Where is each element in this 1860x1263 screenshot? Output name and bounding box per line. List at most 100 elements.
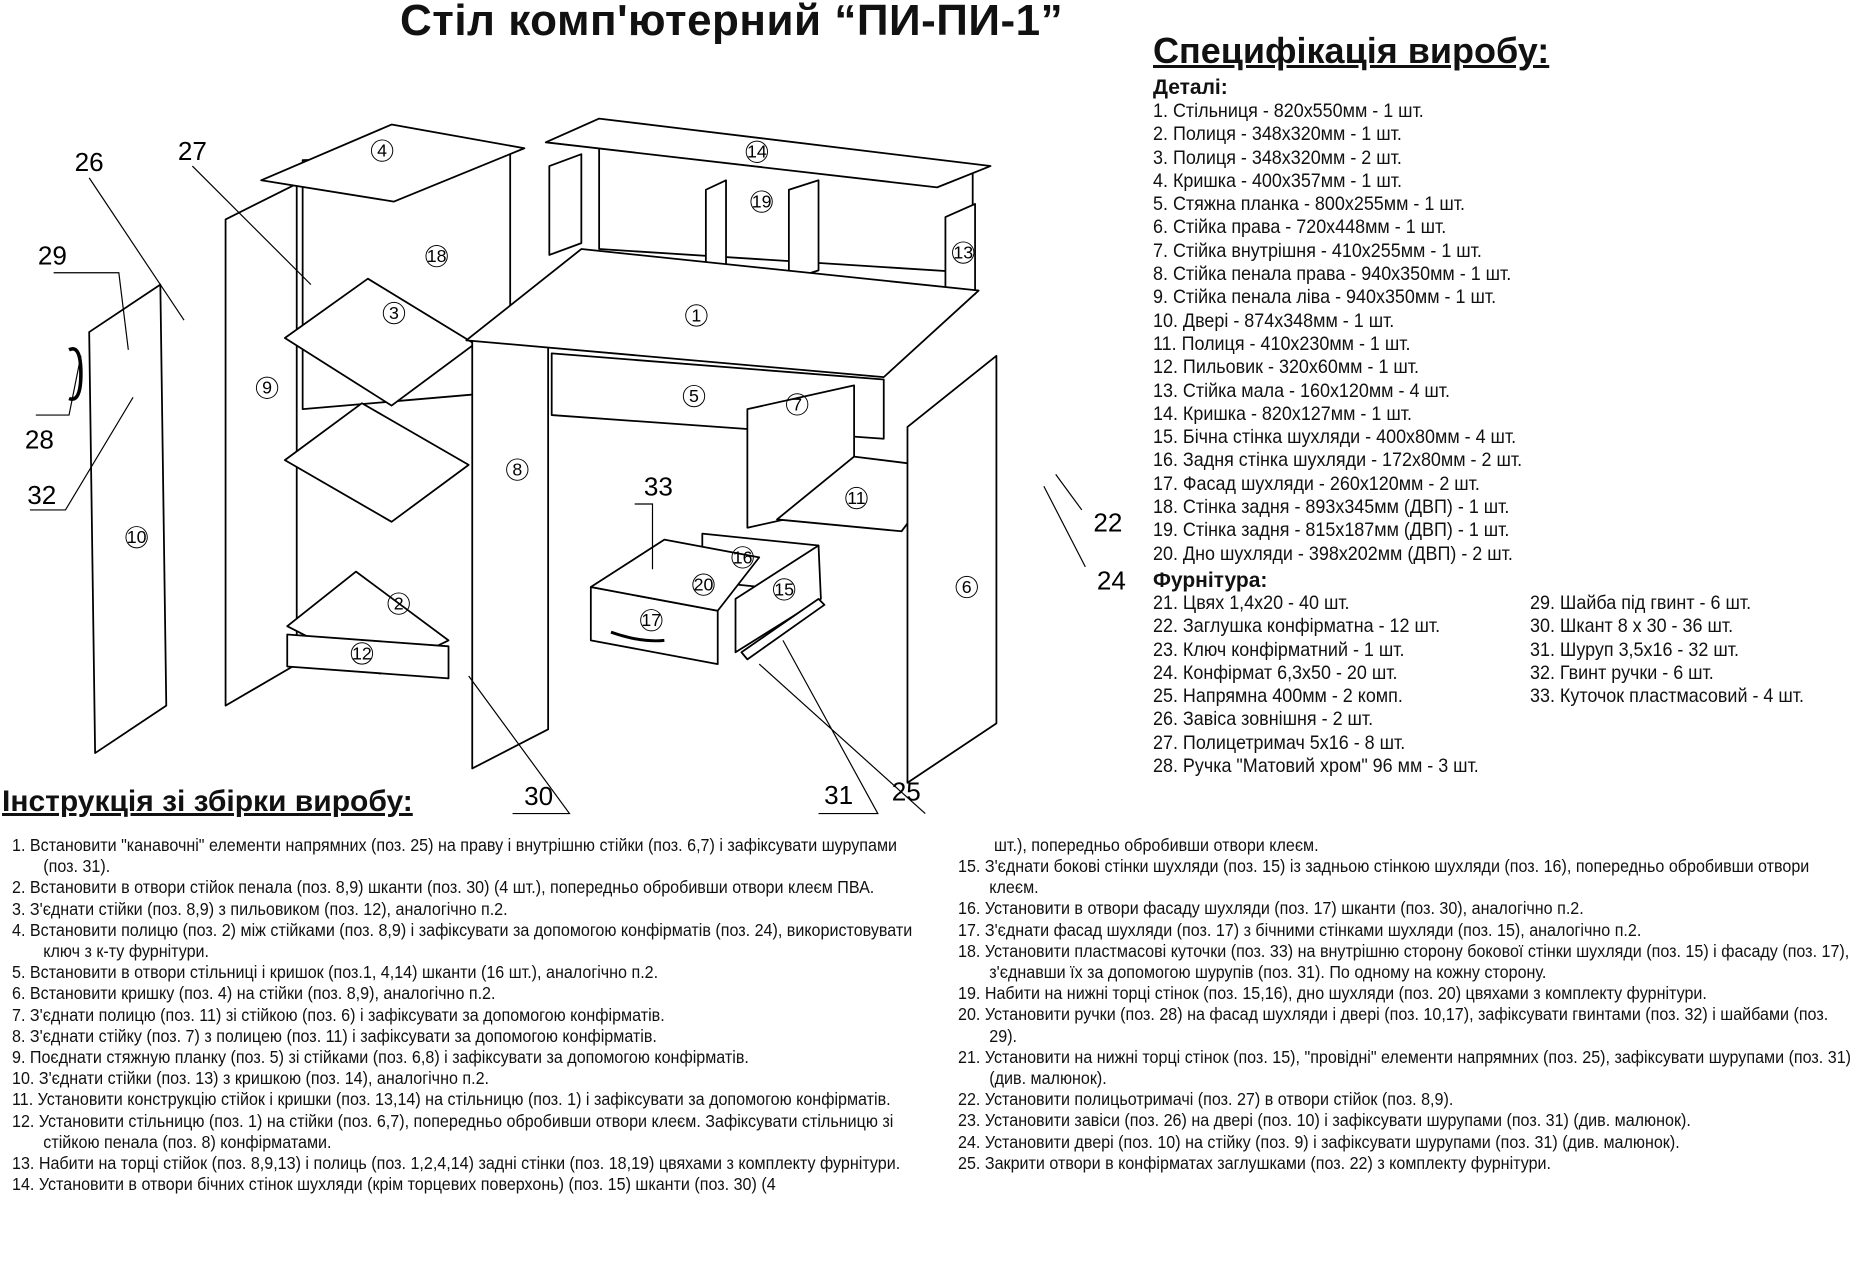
label-part-20: 20: [694, 575, 714, 595]
instruction-step: 25. Закрити отвори в конфірматах заглушк…: [958, 1152, 1551, 1173]
callout-28: 28: [25, 424, 54, 454]
label-part-12: 12: [352, 643, 372, 663]
callout-29: 29: [38, 240, 67, 270]
callout-22: 22: [1093, 507, 1122, 537]
hardware-callouts: 26 27 29 28 32 33 22 24 30 31 25: [25, 136, 1126, 811]
hardware-item: 26. Завіса зовнішня - 2 шт.: [1153, 708, 1374, 731]
part-slide-25: [740, 597, 826, 661]
detail-item: 12. Пильовик - 320x60мм - 1 шт.: [1153, 356, 1420, 379]
label-part-14: 14: [747, 142, 767, 162]
detail-item: 7. Стійка внутрішня - 410x255мм - 1 шт.: [1153, 239, 1482, 262]
part-drawer-side-15: [734, 544, 822, 654]
callout-25: 25: [892, 776, 921, 806]
label-part-11: 11: [847, 488, 866, 508]
label-part-15: 15: [774, 579, 794, 599]
details-heading: Деталі:: [1153, 76, 1228, 99]
instruction-step: 3. З'єднати стійки (поз. 8,9) з пильовик…: [12, 898, 508, 919]
instruction-step: 9. Поєднати стяжную планку (поз. 5) зі с…: [12, 1047, 749, 1068]
instruction-step: 12. Установити стільницю (поз. 1) на сті…: [12, 1110, 894, 1152]
instruction-step: 19. Набити на нижні торці стінок (поз. 1…: [958, 983, 1707, 1004]
part-drawer-bottom-20: [589, 538, 761, 612]
label-part-4: 4: [377, 141, 387, 161]
hardware-item: 27. Полицетримач 5x16 - 8 шт.: [1153, 731, 1406, 754]
instruction-step: 18. Установити пластмасові куточки (поз.…: [958, 940, 1850, 983]
instruction-step: 22. Установити полицьотримачі (поз. 27) …: [958, 1089, 1454, 1110]
hardware-item: 21. Цвях 1,4x20 - 40 шт.: [1153, 592, 1350, 614]
instruction-step: 2. Встановити в отвори стійок пенала (по…: [12, 877, 875, 898]
instruction-step: 21. Установити на нижні торці стінок (по…: [958, 1046, 1852, 1089]
hardware-item: 22. Заглушка конфірматна - 12 шт.: [1153, 615, 1441, 638]
part-small-stand-13a: [548, 153, 583, 256]
hardware-item: 29. Шайба під гвинт - 6 шт.: [1530, 592, 1752, 614]
part-dust-guard-12: [286, 633, 450, 680]
part-small-stand-13c: [787, 179, 820, 281]
instruction-step: 7. З'єднати полицю (поз. 11) зі стійкою …: [12, 1004, 665, 1025]
instructions-left: 1. Встановити "канавочні" елементи напря…: [12, 835, 914, 1195]
detail-item: 5. Стяжна планка - 800x255мм - 1 шт.: [1153, 193, 1465, 216]
part-number-labels: 4 14 19 18 13 3 1 9 5 7 8 11 10 16 20 15…: [125, 139, 978, 665]
details-list: 1. Стільниця - 820x550мм - 1 шт. 2. Поли…: [1153, 100, 1522, 566]
label-part-13: 13: [953, 243, 973, 263]
document-title: Стіл комп'ютерний “ПИ-ПИ-1”: [400, 0, 1064, 45]
part-right-stand-6: [906, 354, 998, 784]
instruction-step: 11. Установити конструкцію стійок і криш…: [12, 1089, 891, 1110]
part-cover-4: [260, 123, 526, 203]
instruction-step-14-continued: шт.), попередньо обробивши отвори клеєм.: [994, 835, 1319, 855]
detail-item: 13. Стійка мала - 160x120мм - 4 шт.: [1153, 379, 1451, 402]
part-stand-8: [471, 297, 550, 770]
callout-30: 30: [524, 781, 553, 811]
hardware-heading: Фурнітура:: [1153, 569, 1268, 592]
label-part-10: 10: [127, 527, 147, 547]
label-part-8: 8: [512, 460, 522, 480]
callout-24: 24: [1097, 565, 1126, 595]
label-part-17: 17: [641, 610, 661, 630]
instruction-step: 13. Набити на торці стійок (поз. 8,9,13)…: [12, 1153, 901, 1174]
part-shelf-3b: [283, 402, 470, 523]
label-part-5: 5: [689, 386, 699, 406]
detail-item: 8. Стійка пенала права - 940x350мм - 1 ш…: [1153, 263, 1512, 286]
label-part-3: 3: [389, 303, 399, 323]
detail-item: 20. Дно шухляди - 398x202мм (ДВП) - 2 шт…: [1153, 542, 1513, 565]
instruction-step: 10. З'єднати стійки (поз. 13) з кришкою …: [12, 1068, 490, 1089]
part-tabletop-1: [465, 248, 980, 379]
part-top-14: [544, 117, 992, 189]
hardware-item: 25. Напрямна 400мм - 2 комп.: [1153, 685, 1403, 708]
hardware-list-1: 21. Цвях 1,4x20 - 40 шт. 22. Заглушка ко…: [1153, 592, 1479, 778]
detail-item: 18. Стінка задня - 893x345мм (ДВП) - 1 ш…: [1153, 496, 1510, 519]
detail-item: 9. Стійка пенала ліва - 940x350мм - 1 шт…: [1153, 286, 1497, 309]
hardware-item: 23. Ключ конфірматний - 1 шт.: [1153, 638, 1405, 661]
hardware-item: 28. Ручка "Матовий хром" 96 мм - 3 шт.: [1153, 755, 1479, 778]
instruction-step: 24. Установити двері (поз. 10) на стійку…: [958, 1131, 1680, 1152]
part-door-10: [88, 283, 168, 754]
detail-item: 3. Полиця - 348x320мм - 2 шт.: [1153, 146, 1402, 169]
hardware-item: 24. Конфірмат 6,3x50 - 20 шт.: [1153, 661, 1398, 684]
instruction-step: 17. З'єднати фасад шухляди (поз. 17) з б…: [958, 919, 1642, 940]
hardware-list-2: 29. Шайба під гвинт - 6 шт. 30. Шкант 8 …: [1530, 592, 1804, 708]
label-part-2: 2: [394, 594, 404, 614]
label-part-1: 1: [691, 305, 701, 325]
label-part-9: 9: [262, 378, 272, 398]
hardware-item: 32. Гвинт ручки - 6 шт.: [1530, 661, 1714, 684]
instruction-step: 20. Установити ручки (поз. 28) на фасад …: [958, 1004, 1829, 1046]
label-part-6: 6: [962, 577, 972, 597]
detail-item: 14. Кришка - 820x127мм - 1 шт.: [1153, 402, 1412, 425]
instructions-right: 15. З'єднати бокові стінки шухляди (поз.…: [958, 856, 1860, 1174]
detail-item: 15. Бічна стінка шухляди - 400x80мм - 4 …: [1153, 426, 1517, 449]
label-part-18: 18: [427, 246, 447, 266]
callout-31: 31: [824, 780, 853, 810]
callout-33: 33: [644, 472, 673, 502]
callout-27: 27: [178, 136, 207, 166]
instruction-step: 5. Встановити в отвори стільниці і кришо…: [12, 962, 659, 983]
detail-item: 17. Фасад шухляди - 260x120мм - 2 шт.: [1153, 472, 1480, 495]
hardware-item: 31. Шуруп 3,5x16 - 32 шт.: [1530, 638, 1739, 661]
callout-32: 32: [27, 480, 56, 510]
detail-item: 6. Стійка права - 720x448мм - 1 шт.: [1153, 216, 1447, 239]
label-part-16: 16: [733, 547, 753, 567]
label-part-19: 19: [752, 192, 772, 212]
instruction-step: 6. Встановити кришку (поз. 4) на стійки …: [12, 983, 496, 1004]
instruction-step: 1. Встановити "канавочні" елементи напря…: [12, 835, 898, 877]
hardware-item: 33. Куточок пластмасовий - 4 шт.: [1530, 685, 1805, 708]
instructions-title: Інструкція зі збірки виробу:: [2, 785, 413, 818]
instruction-step: 16. Установити в отвори фасаду шухляди (…: [958, 898, 1584, 919]
